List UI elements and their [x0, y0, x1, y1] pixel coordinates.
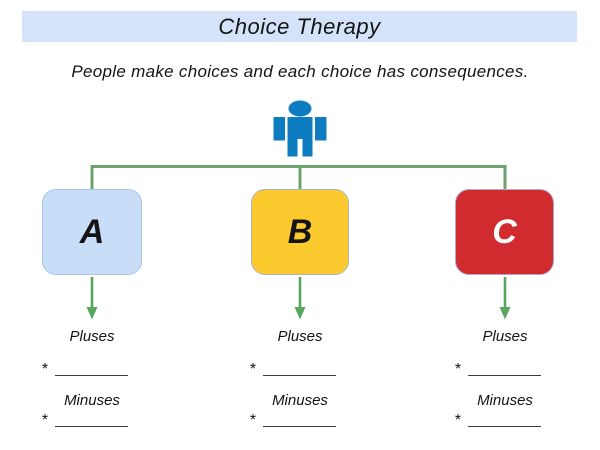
minuses-label: Minuses — [272, 392, 328, 409]
plus-blank-line — [55, 362, 129, 376]
pluses-label: Pluses — [482, 328, 528, 345]
minus-blank-line — [55, 413, 129, 427]
down-arrow-c-icon — [499, 277, 511, 320]
consequences-column-b: Pluses * Minuses * — [240, 328, 360, 429]
asterisk-marker: * — [454, 412, 462, 429]
choice-box-a: A — [42, 189, 142, 275]
consequences-column-c: Pluses * Minuses * — [445, 328, 565, 429]
subtitle-text: People make choices and each choice has … — [71, 62, 529, 81]
plus-blank-line — [468, 362, 542, 376]
choice-letter-c: C — [492, 212, 517, 251]
plus-blank-line — [263, 362, 337, 376]
choice-box-c: C — [455, 189, 554, 275]
asterisk-marker: * — [41, 361, 49, 378]
plus-blank-row: * — [233, 360, 353, 378]
choice-letter-a: A — [79, 212, 105, 251]
minus-blank-row: * — [438, 411, 558, 429]
choice-letter-b: B — [287, 212, 313, 251]
asterisk-marker: * — [454, 361, 462, 378]
minuses-label: Minuses — [477, 392, 533, 409]
asterisk-marker: * — [249, 361, 257, 378]
pluses-label: Pluses — [277, 328, 323, 345]
down-arrow-b-icon — [294, 277, 306, 320]
pluses-label: Pluses — [69, 328, 115, 345]
minus-blank-line — [263, 413, 337, 427]
title-banner: Choice Therapy — [22, 11, 577, 42]
person-icon — [273, 100, 327, 157]
choice-box-b: B — [251, 189, 349, 275]
tree-connector-line — [90, 165, 507, 189]
plus-blank-row: * — [438, 360, 558, 378]
minuses-label: Minuses — [64, 392, 120, 409]
minus-blank-line — [468, 413, 542, 427]
consequences-column-a: Pluses * Minuses * — [32, 328, 152, 429]
minus-blank-row: * — [25, 411, 145, 429]
page-title: Choice Therapy — [218, 13, 381, 39]
minus-blank-row: * — [233, 411, 353, 429]
asterisk-marker: * — [249, 412, 257, 429]
down-arrow-a-icon — [86, 277, 98, 320]
asterisk-marker: * — [41, 412, 49, 429]
plus-blank-row: * — [25, 360, 145, 378]
